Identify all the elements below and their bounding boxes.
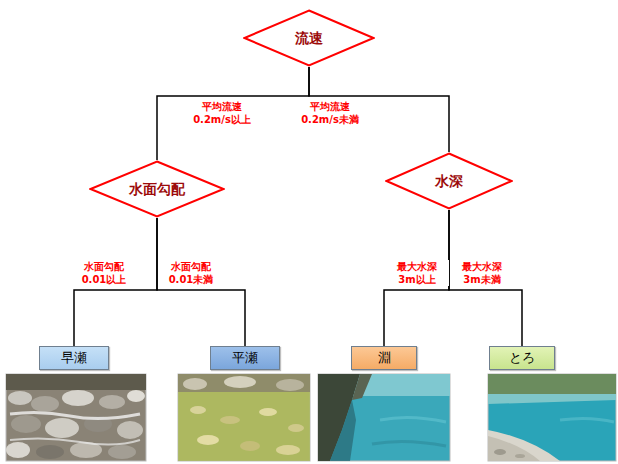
category-label: 淵 [378,351,391,366]
decision-label: 水深 [435,173,463,189]
category-box: とろ [489,346,555,370]
decision-diamond: 水面勾配 [89,160,225,218]
diamond-shape [245,11,374,66]
tree-connector [157,218,245,346]
category-label: 早瀬 [61,351,87,366]
branch-condition: 平均流速 0.2m/s以上 [190,100,254,126]
category-box: 早瀬 [39,346,109,370]
diamond-shape [387,154,512,209]
decision-label: 流速 [295,30,323,46]
tree-connector [384,210,449,346]
decision-diamond: 水深 [385,152,513,210]
rapid-photo [6,374,146,461]
category-label: 平瀬 [232,351,258,366]
branch-condition: 最大水深 3m未満 [450,260,514,286]
branch-condition: 最大水深 3m以上 [385,260,449,286]
category-box: 平瀬 [210,346,280,370]
decision-diamond: 流速 [243,9,375,67]
category-box: 淵 [351,346,417,370]
branch-condition: 水面勾配 0.01以上 [72,260,136,286]
diamond-shape [91,162,224,217]
tree-connector [449,210,522,346]
branch-condition: 水面勾配 0.01未満 [159,260,223,286]
riffle-photo [178,374,310,461]
tree-connector [157,67,309,160]
slow-water-photo [488,374,616,461]
decision-label: 水面勾配 [129,181,185,197]
category-label: とろ [509,351,535,366]
branch-condition: 平均流速 0.2m/s未満 [298,100,362,126]
pool-photo [318,374,450,461]
